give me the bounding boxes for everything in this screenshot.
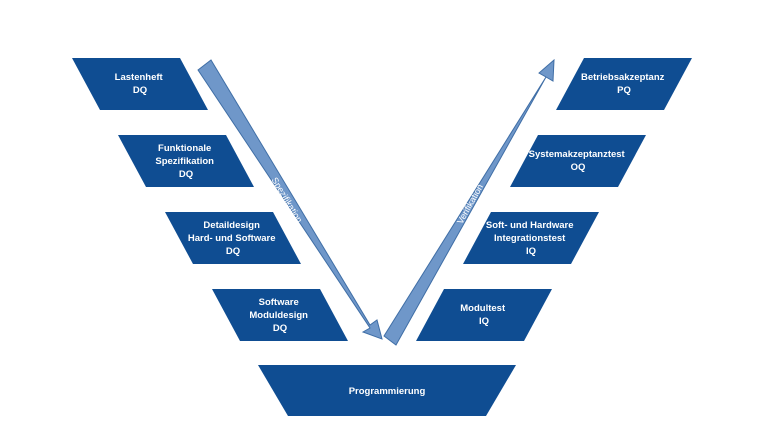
right-box-betriebsakzeptanz: Betriebsakzeptanz PQ	[556, 58, 692, 110]
left-box-detaildesign: Detaildesign Hard- und Software DQ	[165, 212, 301, 264]
bottom-box-label: Programmierung	[349, 386, 426, 397]
left-box-label: Software Moduldesign DQ	[249, 297, 310, 334]
right-box-label: Systemakzeptanztest OQ	[529, 149, 628, 173]
right-box-integrationstest: Soft- und Hardware Integrationstest IQ	[463, 212, 599, 264]
left-box-label: Detaildesign Hard- und Software DQ	[188, 220, 278, 257]
right-box-modultest: Modultest IQ	[416, 289, 552, 341]
right-box-label: Betriebsakzeptanz PQ	[581, 72, 667, 96]
left-box-lastenheft: Lastenheft DQ	[72, 58, 208, 110]
left-box-label: Funktionale Spezifikation DQ	[155, 143, 216, 180]
left-box-software-moduldesign: Software Moduldesign DQ	[212, 289, 348, 341]
left-box-label: Lastenheft DQ	[115, 72, 166, 96]
right-box-systemakzeptanztest: Systemakzeptanztest OQ	[510, 135, 646, 187]
right-box-label: Soft- und Hardware Integrationstest IQ	[486, 220, 576, 257]
right-box-label: Modultest IQ	[460, 303, 508, 327]
left-box-funktionale-spezifikation: Funktionale Spezifikation DQ	[118, 135, 254, 187]
verifikation-label: Verifikation	[455, 182, 485, 225]
bottom-box-programmierung: Programmierung	[258, 365, 516, 416]
